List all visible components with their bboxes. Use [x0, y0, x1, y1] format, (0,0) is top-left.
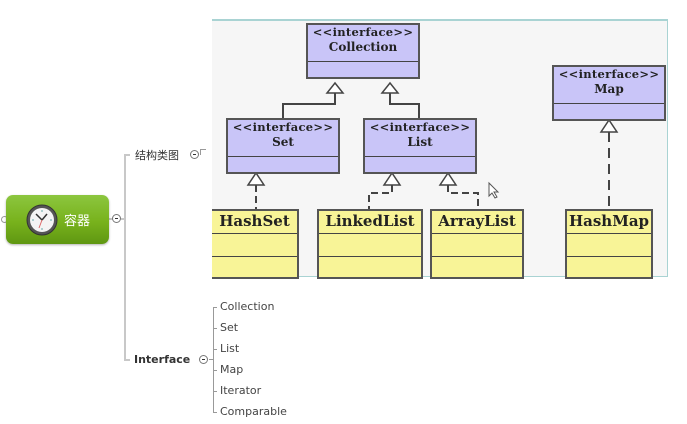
uml-class-hashset[interactable]: HashSet — [212, 209, 299, 279]
arrowhead-arraylist-list — [438, 171, 458, 186]
uml-connectors — [246, 81, 619, 209]
edge-arraylist-list — [447, 185, 479, 209]
branch-interface-collapse-toggle[interactable] — [199, 355, 208, 364]
class-name: HashSet — [212, 211, 297, 234]
arrowhead-linkedlist-list — [382, 171, 402, 186]
leaf-comparable[interactable]: Comparable — [220, 405, 287, 418]
class-name: Map — [594, 82, 624, 96]
stereotype-label: <<interface>> — [232, 120, 334, 134]
root-collapse-toggle[interactable] — [112, 214, 121, 223]
central-topic[interactable] — [6, 195, 109, 244]
leaf-collection[interactable]: Collection — [220, 300, 275, 313]
class-name: Collection — [328, 40, 398, 54]
uml-class-hashmap[interactable]: HashMap — [565, 209, 653, 279]
branch-structure-collapse-toggle[interactable] — [190, 150, 199, 159]
edge-list-collection — [389, 93, 420, 119]
class-name: HashMap — [567, 211, 651, 234]
stereotype-label: <<interface>> — [312, 25, 414, 39]
leaf-ticks — [213, 307, 217, 413]
class-name: LinkedList — [319, 211, 421, 234]
branch-structure-diagram[interactable]: 结构类图 — [135, 149, 179, 162]
trunk-connector — [121, 218, 125, 220]
uml-class-diagram[interactable]: <<interface>>Collection <<interface>>Set… — [212, 19, 668, 279]
leaf-map[interactable]: Map — [220, 363, 244, 376]
class-name: ArrayList — [432, 211, 522, 234]
stereotype-label: <<interface>> — [369, 120, 471, 134]
branch-interface[interactable]: Interface — [134, 353, 191, 366]
branch-stub-top — [124, 154, 130, 156]
uml-class-linkedlist[interactable]: LinkedList — [317, 209, 423, 279]
uml-class-arraylist[interactable]: ArrayList — [430, 209, 524, 279]
clock-icon — [26, 204, 58, 236]
leaf-list[interactable]: List — [220, 342, 240, 355]
arrowhead-set-collection — [325, 81, 345, 94]
arrowhead-list-collection — [380, 81, 400, 94]
mouse-cursor-icon — [488, 181, 500, 199]
image-connector — [200, 149, 206, 155]
uml-interface-list[interactable]: <<interface>>List — [363, 118, 477, 174]
class-name: Set — [272, 135, 294, 149]
arrowhead-hashset-set — [246, 171, 266, 186]
central-topic-label: 容器 — [64, 214, 91, 229]
leaf-set[interactable]: Set — [220, 321, 239, 334]
uml-interface-set[interactable]: <<interface>>Set — [226, 118, 340, 174]
edge-set-collection — [282, 93, 336, 119]
uml-interface-map[interactable]: <<interface>>Map — [552, 65, 666, 121]
edge-linkedlist-list — [368, 185, 393, 209]
bracket-join — [209, 359, 213, 360]
leaf-iterator[interactable]: Iterator — [220, 384, 262, 397]
class-name: List — [407, 135, 433, 149]
arrowhead-hashmap-map — [599, 118, 619, 133]
stereotype-label: <<interface>> — [558, 67, 660, 81]
uml-interface-collection[interactable]: <<interface>>Collection — [306, 23, 420, 79]
branch-trunk — [124, 154, 126, 361]
branch-stub-bottom — [124, 359, 130, 361]
